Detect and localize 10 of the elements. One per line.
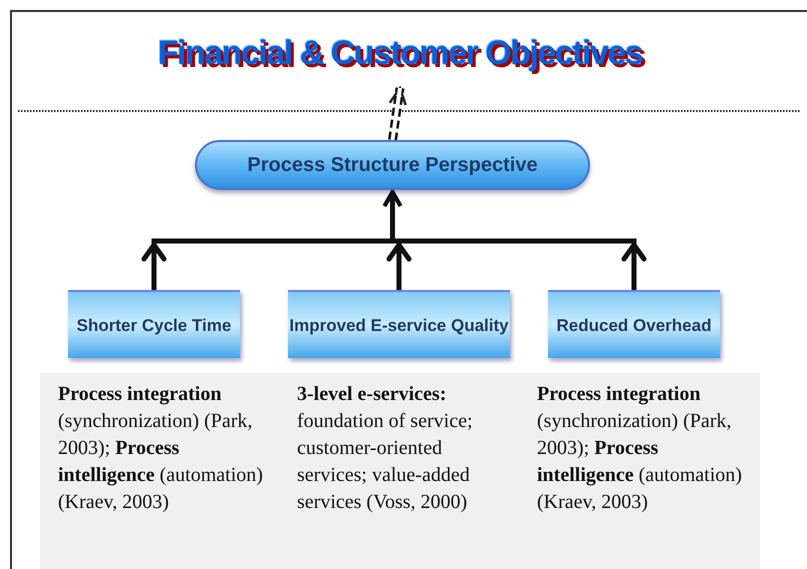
description-text: Process integration (synchronization) (Park, 2003); Process intelligence (automation) (Kraev, 2003) (58, 382, 264, 515)
arrow (382, 190, 646, 290)
description-text: 3-level e-services: foundation of service; customer-oriented services; value-added services (Voss, 2000) (297, 382, 474, 515)
description-text: Process integration (synchronization) (Park, 2003); Process intelligence (automation) (Kraev, 2003) (537, 382, 743, 515)
objective-box: Improved E-service Quality (288, 290, 510, 358)
objective-box: Reduced Overhead (548, 290, 720, 358)
dashed-arrow (388, 86, 407, 141)
perspective-pill: Process Structure Perspective (195, 140, 590, 190)
title-text: Financial & Customer Objectives (130, 28, 670, 78)
objective-box: Shorter Cycle Time (68, 290, 240, 358)
